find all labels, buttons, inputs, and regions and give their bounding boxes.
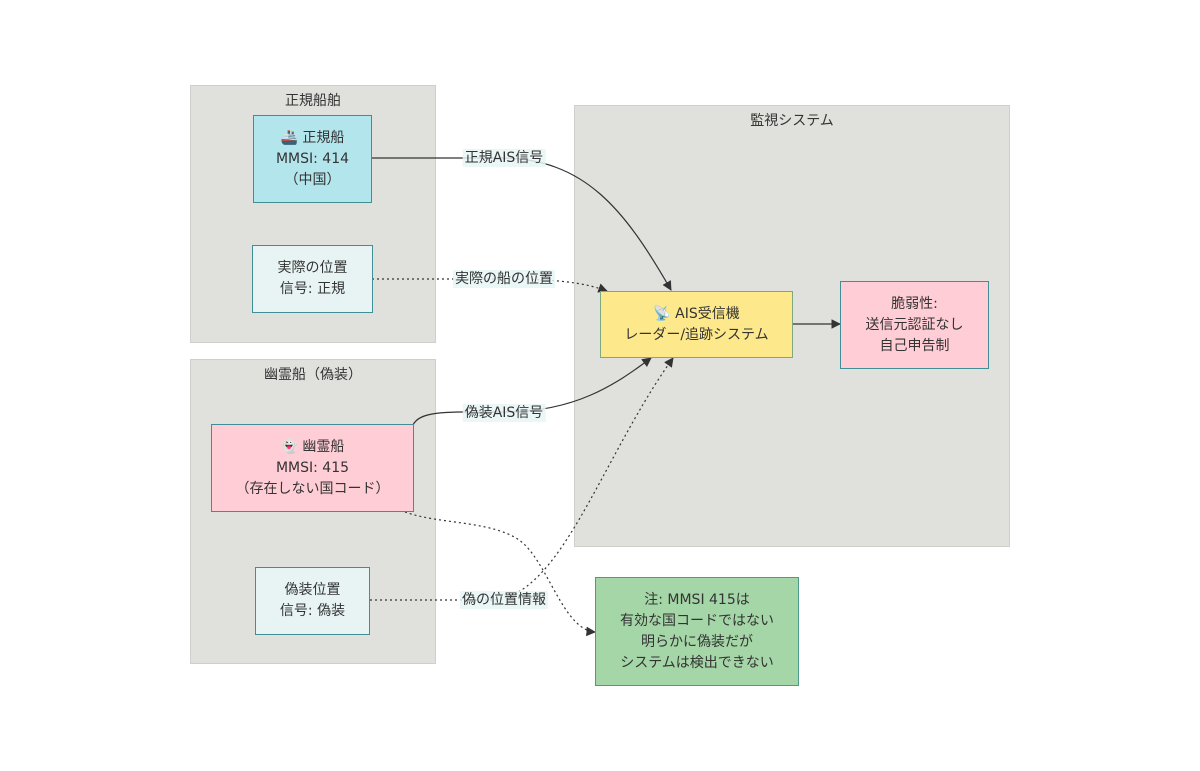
ghost-ship-title: 👻 幽霊船 <box>280 438 345 455</box>
legit-ship-country: （中国） <box>284 171 341 188</box>
vulnerability-line-2: 送信元認証なし <box>865 316 964 333</box>
vulnerability-title: 脆弱性: <box>891 295 938 312</box>
node-legit-ship: 🚢 正規船 MMSI: 414 （中国） <box>253 115 372 203</box>
edge-label-fake-position: 偽の位置情報 <box>460 591 548 609</box>
edge-actual-position <box>372 278 608 293</box>
group-title-legit: 正規船舶 <box>285 93 341 109</box>
group-title-monitor: 監視システム <box>750 113 834 129</box>
note-line-1: 注: MMSI 415は <box>644 591 750 608</box>
node-ais-receiver: 📡 AIS受信機 レーダー/追跡システム <box>600 291 793 358</box>
node-actual-position: 実際の位置 信号: 正規 <box>252 245 373 313</box>
fake-position-signal: 信号: 偽装 <box>279 603 346 619</box>
node-note: 注: MMSI 415は 有効な国コードではない 明らかに偽装だが システムは検… <box>595 577 799 686</box>
node-ghost-ship: 👻 幽霊船 MMSI: 415 （存在しない国コード） <box>211 424 414 512</box>
receiver-title: 📡 AIS受信機 <box>653 305 740 322</box>
actual-position-signal: 信号: 正規 <box>279 281 346 297</box>
edge-label-legit-signal: 正規AIS信号 <box>462 149 546 167</box>
fake-position-title: 偽装位置 <box>284 582 341 598</box>
node-vulnerability: 脆弱性: 送信元認証なし 自己申告制 <box>840 281 989 369</box>
ghost-ship-mmsi: MMSI: 415 <box>275 459 350 476</box>
note-line-3: 明らかに偽装だが <box>641 633 753 650</box>
node-fake-position: 偽装位置 信号: 偽装 <box>255 567 370 635</box>
actual-position-title: 実際の位置 <box>277 260 348 276</box>
edge-label-fake-signal: 偽装AIS信号 <box>462 404 546 422</box>
note-line-2: 有効な国コードではない <box>620 612 774 629</box>
receiver-subtitle: レーダー/追跡システム <box>624 326 769 343</box>
edge-ghost-to-note <box>404 511 596 637</box>
group-title-ghost: 幽霊船（偽装） <box>264 367 362 383</box>
legit-ship-title: 🚢 正規船 <box>280 129 345 146</box>
edge-label-actual-position: 実際の船の位置 <box>453 270 555 288</box>
edge-fake-position <box>370 357 674 601</box>
legit-ship-mmsi: MMSI: 414 <box>275 150 350 167</box>
note-line-4: システムは検出できない <box>620 654 774 671</box>
vulnerability-line-3: 自己申告制 <box>879 337 950 354</box>
ghost-ship-country: （存在しない国コード） <box>235 480 390 497</box>
